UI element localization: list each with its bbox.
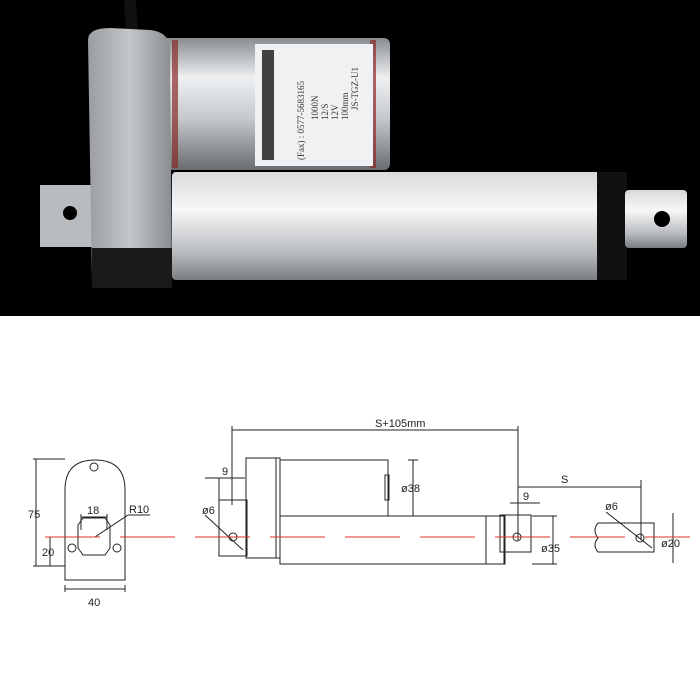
svg-text:18: 18 — [87, 505, 99, 517]
svg-text:9: 9 — [222, 466, 228, 478]
svg-text:ø6: ø6 — [202, 505, 215, 517]
front-view-outline — [64, 459, 126, 581]
svg-text:1000N: 1000N — [310, 95, 320, 120]
motor-label-text: JS-TGZ-U1 100mm 12V 12/S 1000N (Fax) : 0… — [262, 50, 360, 160]
svg-text:100mm: 100mm — [340, 92, 350, 120]
svg-text:JS-TGZ-U1: JS-TGZ-U1 — [350, 67, 360, 110]
svg-text:R10: R10 — [129, 504, 149, 516]
outer-tube — [172, 172, 612, 280]
rod-end-side — [499, 514, 532, 553]
svg-text:12/S: 12/S — [320, 103, 330, 120]
svg-text:S: S — [561, 474, 568, 486]
svg-text:ø38: ø38 — [401, 483, 420, 495]
tube-side — [279, 515, 506, 565]
svg-text:S+105mm: S+105mm — [375, 418, 425, 430]
svg-text:ø20: ø20 — [661, 538, 680, 550]
technical-drawing — [33, 426, 690, 592]
rod-detail — [594, 522, 655, 553]
dimension-labels: 75 40 20 18 R10 9 ø6 S+105mm ø38 9 ø35 S… — [28, 418, 680, 609]
svg-text:12V: 12V — [330, 104, 340, 120]
svg-text:9: 9 — [523, 491, 529, 503]
svg-text:20: 20 — [42, 547, 54, 559]
motor-side — [279, 459, 389, 517]
svg-text:ø35: ø35 — [541, 543, 560, 555]
svg-text:(Fax) : 0577-5683165: (Fax) : 0577-5683165 — [296, 81, 306, 160]
gearbox-housing — [88, 28, 172, 280]
svg-text:75: 75 — [28, 509, 40, 521]
svg-text:ø6: ø6 — [605, 501, 618, 513]
tube-end-cap — [597, 172, 627, 280]
motor-label — [255, 44, 373, 166]
actuator-photo: JS-TGZ-U1 100mm 12V 12/S 1000N (Fax) : 0… — [0, 0, 700, 316]
svg-text:40: 40 — [88, 597, 100, 609]
